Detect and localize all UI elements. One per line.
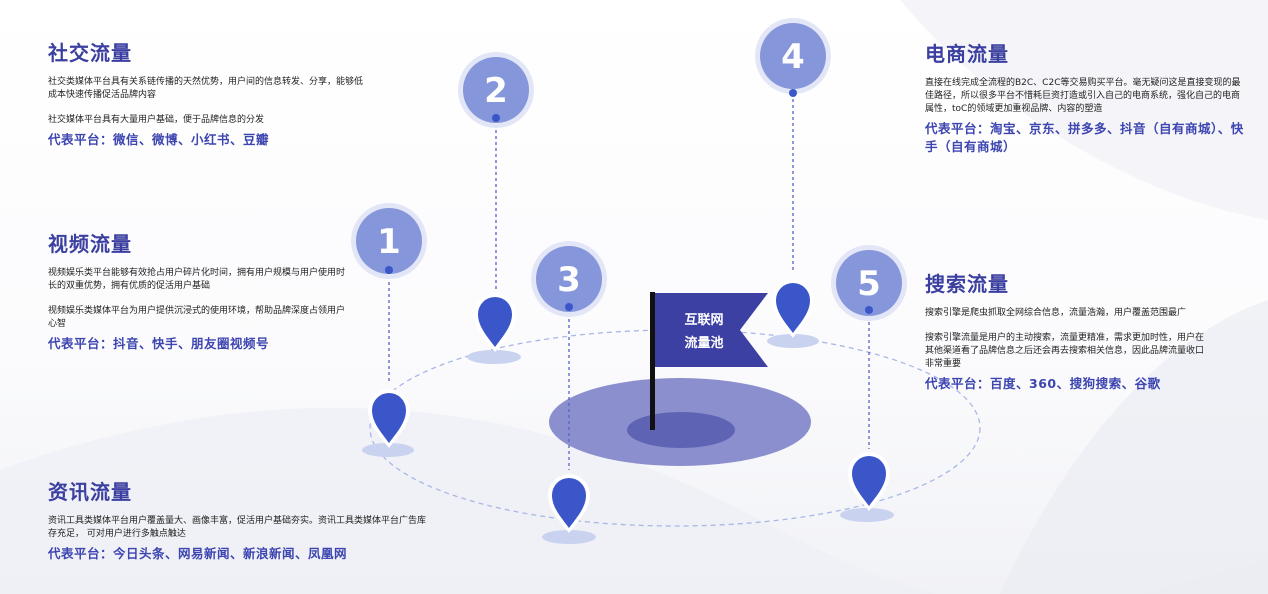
flag-text-line1: 互联网 <box>684 313 723 328</box>
news-desc-1: 资讯工具类媒体平台用户覆盖量大、画像丰富，促活用户基础夯实。资讯工具类媒体平台广… <box>48 516 427 539</box>
location-pin-icon-5 <box>848 452 890 511</box>
location-pin-icon-3 <box>548 474 590 533</box>
ecommerce-traffic-section: 电商流量 直接在线完成全流程的B2C、C2C等交易购买平台。毫无疑问这是直接变现… <box>925 38 1245 156</box>
location-pin-icon-2 <box>474 293 516 352</box>
search-desc-2: 搜索引擎流量是用户的主动搜索，流量更精准，需求更加时性，用户在其他渠道看了品牌信… <box>925 333 1205 369</box>
search-platforms: 代表平台：百度、360、搜狗搜索、谷歌 <box>925 376 1161 391</box>
ecommerce-desc-1: 直接在线完成全流程的B2C、C2C等交易购买平台。毫无疑问这是直接变现的最佳路径… <box>925 78 1241 114</box>
svg-text:4: 4 <box>781 37 805 77</box>
svg-text:1: 1 <box>377 222 401 262</box>
news-traffic-section: 资讯流量 资讯工具类媒体平台用户覆盖量大、画像丰富，促活用户基础夯实。资讯工具类… <box>48 476 428 563</box>
flag-text-line2: 流量池 <box>684 335 723 351</box>
svg-text:3: 3 <box>557 260 581 300</box>
ecommerce-title: 电商流量 <box>925 42 1009 66</box>
flag-pole <box>650 292 655 430</box>
video-desc-1: 视频娱乐类平台能够有效抢占用户碎片化时间，拥有用户规模与用户使用时长的双重优势，… <box>48 268 346 291</box>
video-platforms: 代表平台：抖音、快手、朋友圈视频号 <box>48 336 270 351</box>
social-desc-2: 社交媒体平台具有大量用户基础，便于品牌信息的分发 <box>48 115 265 125</box>
pin-shadow-5 <box>840 508 894 522</box>
social-title: 社交流量 <box>48 41 132 65</box>
social-traffic-section: 社交流量 社交类媒体平台具有关系链传播的天然优势，用户间的信息转发、分享，能够低… <box>48 37 368 149</box>
flag-banner <box>655 293 768 367</box>
svg-text:5: 5 <box>857 264 881 304</box>
search-desc-1: 搜索引擎是爬虫抓取全网综合信息，流量浩瀚，用户覆盖范围最广 <box>925 308 1187 318</box>
news-platforms: 代表平台：今日头条、网易新闻、新浪新闻、凤凰网 <box>48 546 348 561</box>
location-pin-icon-4 <box>772 279 814 338</box>
search-title: 搜索流量 <box>925 272 1009 296</box>
social-desc-1: 社交类媒体平台具有关系链传播的天然优势，用户间的信息转发、分享，能够低成本快速传… <box>48 77 364 100</box>
marker-1: 1 <box>351 203 427 279</box>
pool-inner-ellipse <box>627 412 735 448</box>
pin-shadow-1 <box>362 443 414 457</box>
pin-shadow-2 <box>467 350 521 364</box>
video-traffic-section: 视频流量 视频娱乐类平台能够有效抢占用户碎片化时间，拥有用户规模与用户使用时长的… <box>48 228 348 353</box>
search-traffic-section: 搜索流量 搜索引擎是爬虫抓取全网综合信息，流量浩瀚，用户覆盖范围最广 搜索引擎流… <box>925 268 1205 393</box>
social-platforms: 代表平台：微信、微博、小红书、豆瓣 <box>48 132 270 147</box>
pin-shadow-3 <box>542 530 596 544</box>
news-title: 资讯流量 <box>48 480 132 504</box>
video-title: 视频流量 <box>48 232 132 256</box>
marker-3: 3 <box>531 241 607 317</box>
ecommerce-platforms: 代表平台：淘宝、京东、拼多多、抖音（自有商城）、快手（自有商城） <box>925 121 1244 154</box>
location-pin-icon-1 <box>368 389 410 448</box>
svg-text:2: 2 <box>484 71 508 111</box>
marker-4: 4 <box>755 18 831 97</box>
marker-5: 5 <box>831 245 907 321</box>
pin-shadow-4 <box>767 334 819 348</box>
video-desc-2: 视频娱乐类媒体平台为用户提供沉浸式的使用环境，帮助品牌深度占领用户心智 <box>48 306 346 329</box>
marker-2: 2 <box>458 52 534 128</box>
